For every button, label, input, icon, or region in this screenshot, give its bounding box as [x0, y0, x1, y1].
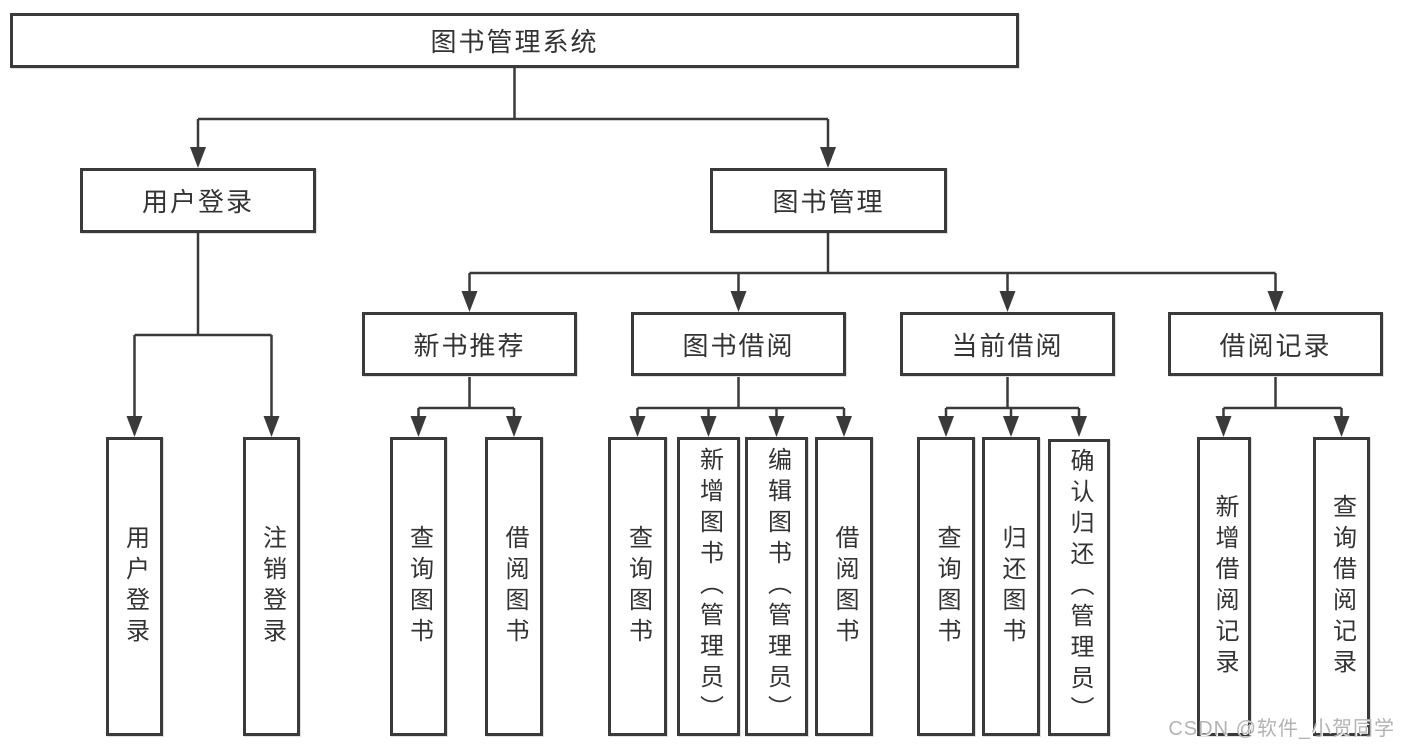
- user-login-branch-line: [133, 233, 273, 418]
- node-label: 查询图书: [405, 524, 433, 649]
- node-label: 借阅图书: [501, 524, 528, 649]
- arrow-down-icon: [1267, 291, 1284, 312]
- arrow-down-icon: [629, 416, 646, 437]
- node-book-management: 图书管理: [710, 168, 947, 233]
- node-leaf-add-book-admin: 新增图书（管理员）: [677, 437, 740, 736]
- node-label: 查询图书: [933, 524, 960, 649]
- arrow-down-icon: [768, 416, 785, 437]
- new-book-branch-line: [417, 377, 516, 418]
- node-label: 图书管理: [772, 187, 885, 217]
- node-label: 图书管理系统: [430, 27, 599, 57]
- node-leaf-return-book: 归还图书: [982, 437, 1040, 736]
- node-leaf-query-books-2: 查询图书: [608, 437, 667, 736]
- arrow-down-icon: [820, 147, 836, 168]
- node-label: 借阅图书: [831, 524, 858, 649]
- node-leaf-user-login: 用户登录: [106, 437, 163, 736]
- node-label: 用户登录: [121, 524, 149, 649]
- node-label: 查询借阅记录: [1328, 493, 1356, 680]
- node-label: 用户登录: [141, 187, 254, 217]
- node-borrowing-records: 借阅记录: [1168, 312, 1383, 376]
- node-root-system: 图书管理系统: [10, 13, 1019, 68]
- arrow-down-icon: [999, 291, 1016, 312]
- arrow-down-icon: [126, 416, 143, 437]
- arrow-down-icon: [1215, 416, 1232, 437]
- arrow-down-icon: [506, 416, 522, 437]
- node-label: 图书借阅: [682, 330, 795, 361]
- arrow-down-icon: [730, 291, 747, 312]
- arrow-down-icon: [190, 147, 206, 168]
- node-label: 归还图书: [998, 524, 1025, 649]
- node-current-borrowing: 当前借阅: [900, 312, 1115, 376]
- book-management-branch-line: [468, 233, 1277, 291]
- node-label: 借阅记录: [1219, 330, 1332, 361]
- arrow-down-icon: [938, 416, 954, 437]
- node-leaf-query-books-3: 查询图书: [917, 437, 975, 736]
- node-leaf-edit-book-admin: 编辑图书（管理员）: [745, 437, 808, 736]
- node-leaf-query-borrow-record: 查询借阅记录: [1313, 437, 1370, 736]
- node-label: 确认归还（管理员）: [1066, 448, 1093, 727]
- arrow-down-icon: [1071, 416, 1087, 437]
- node-label: 注销登录: [258, 524, 286, 649]
- arrow-down-icon: [1333, 416, 1350, 437]
- current-borrowing-branch-line: [944, 377, 1081, 418]
- node-label: 编辑图书（管理员）: [763, 447, 791, 726]
- node-leaf-query-books-1: 查询图书: [390, 437, 447, 736]
- node-label: 当前借阅: [951, 330, 1064, 361]
- node-label: 新增图书（管理员）: [695, 447, 723, 726]
- arrow-down-icon: [1003, 416, 1019, 437]
- node-new-book-recommendation: 新书推荐: [362, 312, 577, 376]
- arrow-down-icon: [263, 416, 280, 437]
- arrow-down-icon: [836, 416, 852, 437]
- node-leaf-logout: 注销登录: [243, 437, 300, 736]
- node-leaf-borrow-books-1: 借阅图书: [485, 437, 543, 736]
- watermark: CSDN @软件_小贺同学: [1168, 718, 1395, 740]
- node-label: 查询图书: [624, 524, 652, 649]
- arrow-down-icon: [461, 291, 478, 312]
- node-book-borrowing: 图书借阅: [631, 312, 846, 376]
- node-label: 新书推荐: [413, 330, 526, 361]
- borrowing-records-branch-line: [1222, 377, 1343, 418]
- arrow-down-icon: [700, 416, 717, 437]
- node-leaf-add-borrow-record: 新增借阅记录: [1197, 437, 1251, 736]
- node-leaf-borrow-books-2: 借阅图书: [815, 437, 873, 736]
- book-borrowing-branch-line: [636, 377, 846, 418]
- arrow-down-icon: [410, 416, 427, 437]
- node-label: 新增借阅记录: [1211, 493, 1238, 680]
- node-leaf-confirm-return-admin: 确认归还（管理员）: [1048, 439, 1110, 736]
- node-user-login: 用户登录: [80, 168, 316, 233]
- root-branch-line: [196, 68, 830, 150]
